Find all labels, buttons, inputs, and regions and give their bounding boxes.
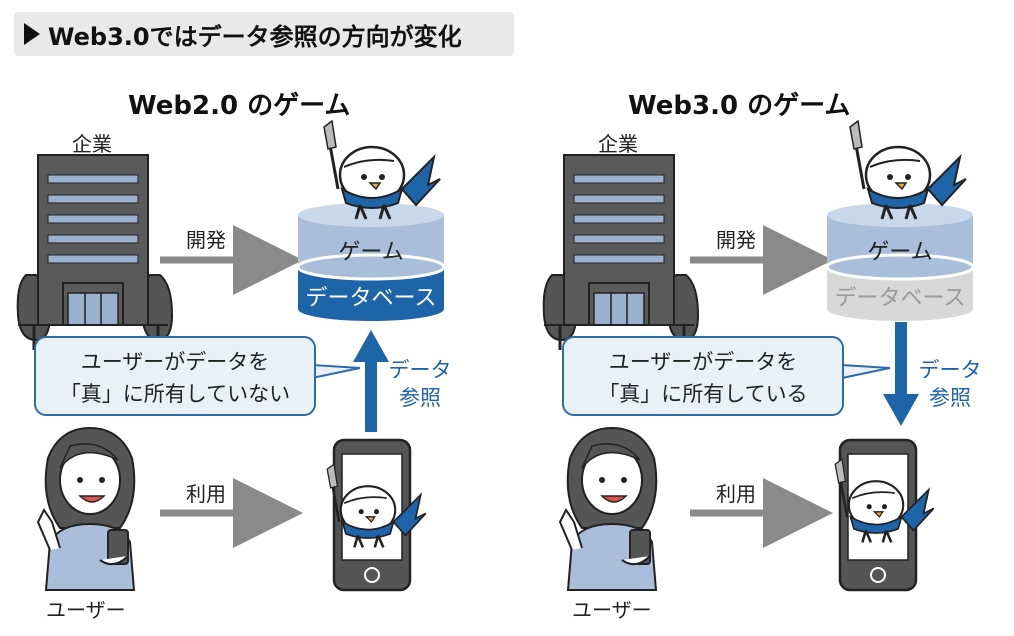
right-ref-line1: データ (918, 358, 982, 382)
header-banner: Web3.0ではデータ参照の方向が変化 (14, 12, 514, 56)
right-speech-line1: ユーザーがデータを (608, 350, 798, 374)
right-ref-line2: 参照 (929, 386, 971, 410)
left-speech-line2: 「真」に所有していない (59, 382, 291, 406)
right-data-ref-arrow (883, 322, 919, 426)
left-company-label: 企業 (72, 132, 112, 156)
right-data-ref-label: データ 参照 (918, 356, 982, 412)
right-speech-bubble: ユーザーがデータを 「真」に所有している (562, 336, 844, 416)
page-title: Web3.0ではデータ参照の方向が変化 (48, 22, 462, 51)
right-user-person-icon (559, 427, 658, 591)
right-company-label: 企業 (598, 132, 638, 156)
left-ref-line2: 参照 (399, 386, 441, 410)
left-db-top-label: ゲーム (338, 240, 404, 265)
left-develop-label: 開発 (186, 228, 226, 252)
right-use-label: 利用 (716, 482, 756, 506)
left-database-icon (296, 203, 446, 321)
right-db-top-label: ゲーム (867, 240, 933, 265)
left-data-ref-label: データ 参照 (388, 356, 452, 412)
left-speech-line1: ユーザーがデータを (80, 350, 270, 374)
left-company-building-icon (16, 153, 174, 352)
left-user-label: ユーザー (46, 598, 126, 622)
right-db-bottom-label: データベース (834, 286, 966, 311)
left-ref-line1: データ (388, 358, 452, 382)
right-develop-label: 開発 (716, 228, 756, 252)
left-speech-tail (311, 363, 361, 380)
left-use-label: 利用 (186, 482, 226, 506)
triangle-bullet-icon (24, 23, 40, 45)
left-user-person-icon (37, 427, 136, 591)
left-db-bottom-label: データベース (305, 286, 437, 311)
left-panel-title: Web2.0 のゲーム (128, 91, 351, 121)
right-database-icon (825, 203, 975, 321)
left-speech-bubble: ユーザーがデータを 「真」に所有していない (34, 336, 316, 416)
left-data-ref-arrow (353, 330, 389, 432)
right-company-building-icon (542, 153, 700, 352)
right-user-label: ユーザー (572, 598, 652, 622)
right-speech-tail (841, 363, 891, 380)
right-panel-title: Web3.0 のゲーム (628, 91, 851, 121)
right-speech-line2: 「真」に所有している (598, 382, 808, 406)
